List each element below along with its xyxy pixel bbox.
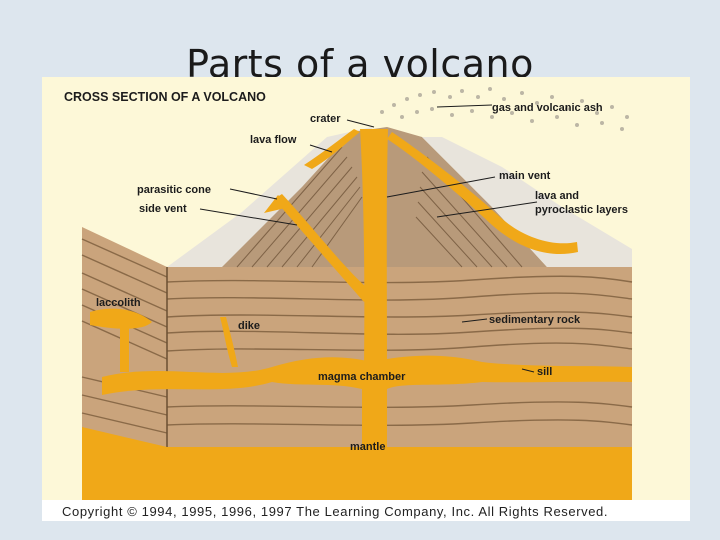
main-vent-shape <box>360 129 388 367</box>
label-laccolith: laccolith <box>96 297 141 309</box>
label-lava-flow: lava flow <box>250 134 297 146</box>
label-side-vent: side vent <box>139 203 187 215</box>
label-gas-ash: gas and volcanic ash <box>492 102 603 114</box>
label-magma-chamber: magma chamber <box>318 371 406 383</box>
label-lava-pyro-line1: lava and <box>535 190 579 202</box>
mantle-layer <box>82 427 632 500</box>
label-main-vent: main vent <box>499 170 551 182</box>
diagram-header: CROSS SECTION OF A VOLCANO <box>64 90 266 104</box>
label-mantle: mantle <box>350 441 385 453</box>
parasitic-cone-shape <box>264 195 290 213</box>
volcano-diagram: CROSS SECTION OF A VOLCANO gas and volca… <box>42 77 690 521</box>
label-sedimentary-rock: sedimentary rock <box>489 314 581 326</box>
ash-cloud <box>380 87 629 131</box>
label-crater: crater <box>310 113 341 125</box>
sill-shape <box>472 366 632 377</box>
label-sill: sill <box>537 366 552 378</box>
lava-flow-left <box>304 129 360 169</box>
magma-chamber-shape <box>102 355 632 447</box>
side-vent-shape <box>274 194 372 302</box>
leader-lines <box>199 104 538 373</box>
laccolith-shape <box>90 308 152 329</box>
cone-right-slope <box>422 137 632 267</box>
lava-flow-right <box>387 132 578 254</box>
label-lava-pyro-line2: pyroclastic layers <box>535 204 628 216</box>
label-dike: dike <box>238 320 260 332</box>
copyright-notice: Copyright © 1994, 1995, 1996, 1997 The L… <box>62 504 609 519</box>
volcano-cross-section: CROSS SECTION OF A VOLCANO gas and volca… <box>42 77 690 500</box>
dike-shape <box>220 317 238 367</box>
laccolith-feeder <box>120 322 129 372</box>
label-parasitic-cone: parasitic cone <box>137 184 211 196</box>
